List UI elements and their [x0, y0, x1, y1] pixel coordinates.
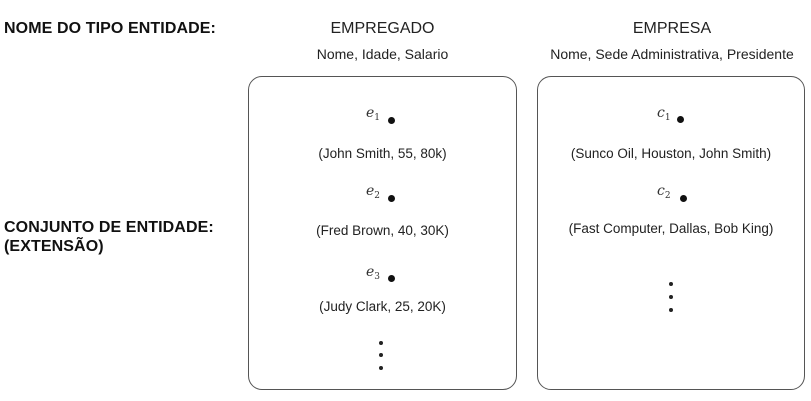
entity-id-subscript: 1	[374, 113, 381, 123]
entity-dot	[677, 116, 684, 123]
entity-dot	[388, 117, 395, 124]
entity-id-letter: c	[657, 183, 665, 199]
empresa-entity-set-box	[537, 76, 805, 390]
entity-tuple-e1: (John Smith, 55, 80k)	[318, 146, 447, 161]
entity-id-e1: e1	[366, 105, 380, 123]
entity-id-subscript: 2	[374, 191, 381, 201]
entity-id-e3: e3	[366, 264, 380, 282]
ellipsis-dot	[379, 353, 383, 357]
ellipsis-dot	[379, 341, 383, 345]
entity-set-label-line2: (EXTENSÃO)	[4, 238, 104, 255]
empregado-attributes: Nome, Idade, Salario	[316, 46, 449, 62]
entity-tuple-e3: (Judy Clark, 25, 20K)	[319, 299, 446, 314]
entity-id-c1: c1	[657, 105, 671, 123]
empregado-entity-set-box	[248, 76, 517, 390]
ellipsis-dot	[669, 282, 673, 286]
entity-id-subscript: 2	[664, 191, 671, 201]
entity-id-letter: c	[657, 105, 665, 121]
entity-dot	[388, 275, 395, 282]
ellipsis-dot	[669, 295, 673, 299]
ellipsis-dot	[669, 308, 673, 312]
entity-type-name-label: NOME DO TIPO ENTIDADE:	[4, 20, 216, 37]
empregado-title: EMPREGADO	[330, 20, 435, 37]
ellipsis-dot	[379, 366, 383, 370]
entity-id-subscript: 1	[664, 113, 671, 123]
entity-dot	[680, 195, 687, 202]
entity-tuple-c2: (Fast Computer, Dallas, Bob King)	[568, 221, 774, 236]
entity-id-letter: e	[366, 264, 375, 280]
entity-id-e2: e2	[366, 183, 380, 201]
entity-id-c2: c2	[657, 183, 671, 201]
entity-set-label: CONJUNTO DE ENTIDADE: (EXTENSÃO)	[4, 218, 214, 256]
empresa-attributes: Nome, Sede Administrativa, Presidente	[550, 46, 794, 62]
entity-dot	[388, 195, 395, 202]
entity-id-letter: e	[366, 183, 375, 199]
entity-set-label-line1: CONJUNTO DE ENTIDADE:	[4, 219, 214, 236]
entity-tuple-e2: (Fred Brown, 40, 30K)	[316, 223, 449, 238]
entity-id-subscript: 3	[374, 272, 381, 282]
entity-tuple-c1: (Sunco Oil, Houston, John Smith)	[570, 146, 772, 161]
entity-id-letter: e	[366, 105, 375, 121]
empresa-title: EMPRESA	[632, 20, 712, 37]
